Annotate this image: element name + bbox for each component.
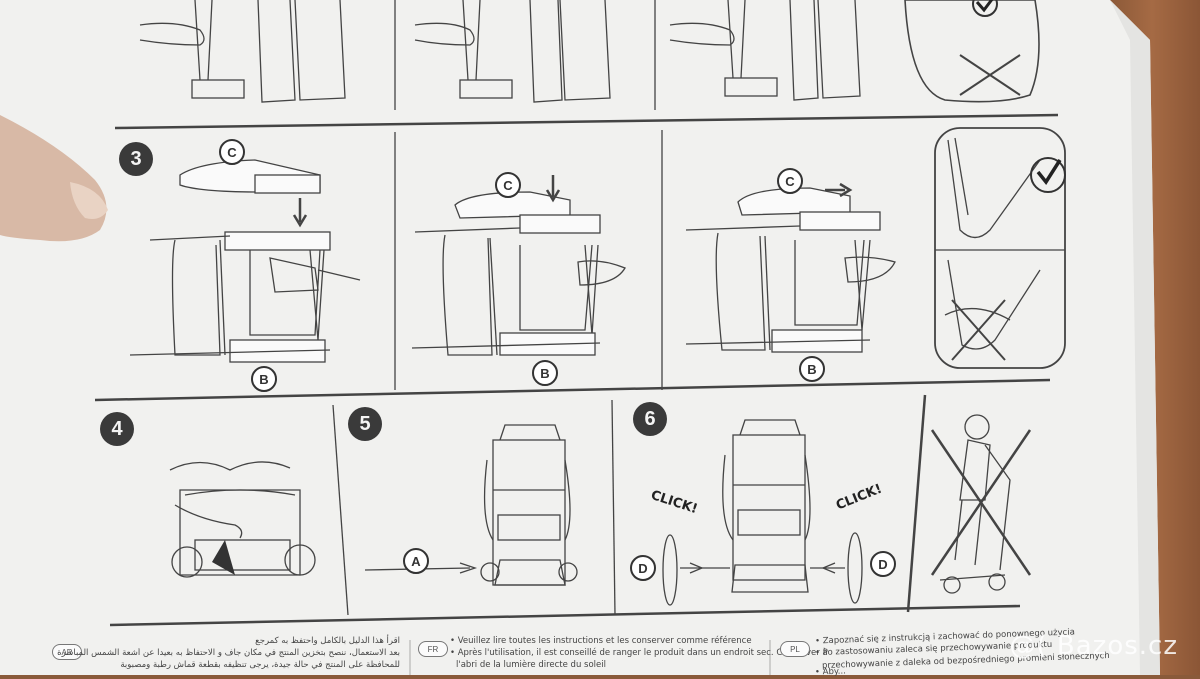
step-6-badge: 6: [633, 402, 667, 436]
label-b: B: [532, 360, 558, 386]
finger-photo: [0, 115, 108, 242]
pl-text-4: • Aby...: [814, 666, 847, 678]
checkmark-icon: [972, 0, 998, 17]
bazos-watermark: @( Bazos.cz: [1009, 631, 1178, 661]
label-c: C: [219, 139, 245, 165]
label-c: C: [777, 168, 803, 194]
step-3-badge: 3: [119, 142, 153, 176]
label-d: D: [630, 555, 656, 581]
ar-text-3: للمحافظة على المنتج في حالة جيدة، يرجى ت…: [120, 660, 400, 670]
fr-text-1: • Veuillez lire toutes les instructions …: [450, 636, 752, 646]
step-5-badge: 5: [348, 407, 382, 441]
label-d: D: [870, 551, 896, 577]
step-4-badge: 4: [100, 412, 134, 446]
lang-tag-fr: FR: [418, 641, 448, 657]
label-c: C: [495, 172, 521, 198]
ar-text-1: اقرأ هذا الدليل بالكامل واحتفظ به كمرجع: [255, 636, 400, 646]
checkmark-icon: [1030, 157, 1066, 193]
lang-tag-ar: AR: [52, 644, 82, 660]
fr-text-3: l'abri de la lumière directe du soleil: [456, 660, 606, 670]
label-b: B: [799, 356, 825, 382]
lang-tag-pl: PL: [780, 641, 810, 657]
ar-text-2: بعد الاستعمال، ننصح بتخزين المنتج في مكا…: [57, 648, 400, 658]
label-a: A: [403, 548, 429, 574]
label-b: B: [251, 366, 277, 392]
fr-text-2: • Après l'utilisation, il est conseillé …: [450, 648, 828, 658]
